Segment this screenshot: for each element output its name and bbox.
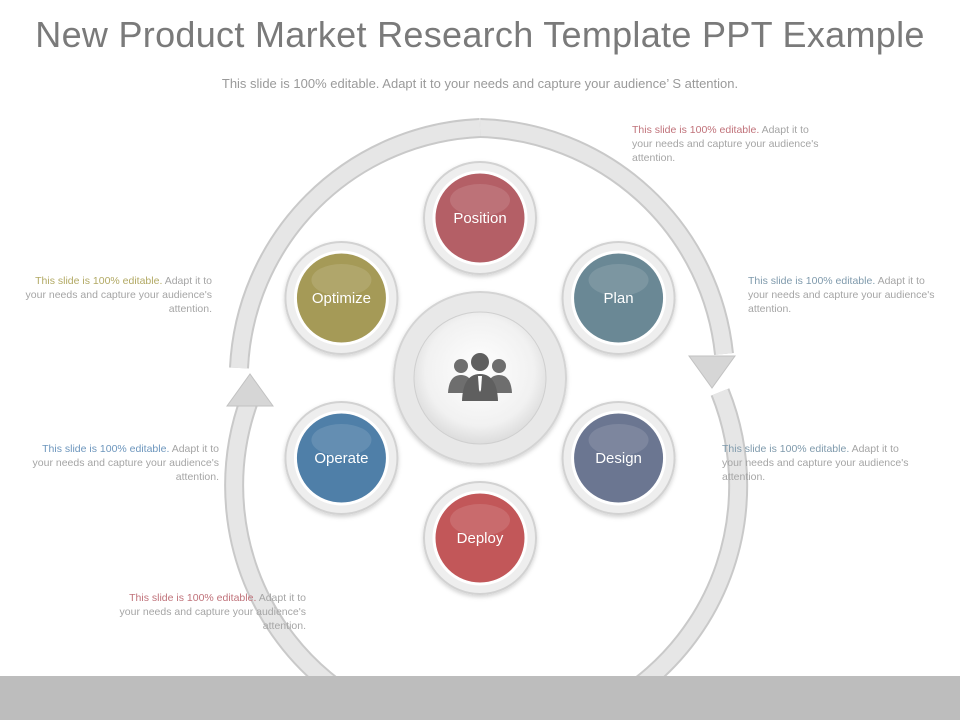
stage-position-label: Position [453, 210, 506, 227]
stage-position-disc [432, 170, 528, 266]
cycle-arrow-right-fill [479, 120, 732, 355]
cycle-arrow-top-left-fill [231, 120, 481, 369]
stage-design: Design [561, 401, 676, 515]
note-plan-text: Adapt it to your needs and capture your … [748, 275, 935, 315]
note-optimize-text: Adapt it to your needs and capture your … [25, 275, 212, 315]
stage-design-highlight [588, 424, 649, 456]
page-subtitle: This slide is 100% editable. Adapt it to… [221, 76, 739, 91]
note-operate: This slide is 100% editable. Adapt it to… [29, 442, 219, 484]
note-design-lead: This slide is 100% editable. [722, 443, 850, 455]
stage-plan-label: Plan [604, 290, 634, 307]
note-operate-text: Adapt it to your needs and capture your … [32, 443, 219, 483]
stage-optimize-disc [293, 250, 389, 346]
people-group-icon [448, 353, 512, 401]
stage-position-highlight [450, 184, 510, 216]
note-optimize-lead: This slide is 100% editable. [35, 275, 163, 287]
footer-bar [0, 676, 960, 720]
arrowhead-right-icon [688, 355, 736, 389]
stage-deploy-label: Deploy [457, 530, 504, 547]
stage-design-disc [571, 410, 667, 506]
stage-plan-highlight [588, 264, 649, 296]
note-optimize: This slide is 100% editable. Adapt it to… [22, 274, 212, 316]
page-title: New Product Market Research Template PPT… [35, 14, 925, 55]
stage-operate-highlight [311, 424, 372, 456]
note-design: This slide is 100% editable. Adapt it to… [722, 442, 912, 484]
stage-position: Position [423, 161, 537, 275]
stage-optimize-highlight [311, 264, 372, 296]
stage-deploy: Deploy [423, 481, 537, 595]
note-position-text: Adapt it to your needs and capture your … [632, 124, 819, 164]
note-position-lead: This slide is 100% editable. [632, 124, 760, 136]
arrowhead-left-icon [226, 373, 274, 407]
note-plan: This slide is 100% editable. Adapt it to… [748, 274, 938, 316]
note-design-text: Adapt it to your needs and capture your … [722, 443, 909, 483]
stage-operate-disc [293, 410, 389, 506]
note-deploy: This slide is 100% editable. Adapt it to… [116, 591, 306, 633]
cycle-arrow-left-fill [226, 389, 747, 720]
stage-operate: Operate [284, 401, 399, 515]
note-operate-lead: This slide is 100% editable. [42, 443, 170, 455]
stage-optimize: Optimize [284, 241, 399, 355]
stage-plan-disc [571, 250, 667, 346]
note-position: This slide is 100% editable. Adapt it to… [632, 123, 822, 165]
note-deploy-lead: This slide is 100% editable. [129, 592, 257, 604]
note-deploy-text: Adapt it to your needs and capture your … [119, 592, 306, 632]
stage-operate-label: Operate [314, 450, 368, 467]
stage-deploy-disc [432, 490, 528, 586]
stage-optimize-label: Optimize [312, 290, 371, 307]
stage-deploy-highlight [450, 504, 510, 536]
stage-plan: Plan [561, 241, 676, 355]
note-plan-lead: This slide is 100% editable. [748, 275, 876, 287]
stage-design-label: Design [595, 450, 642, 467]
